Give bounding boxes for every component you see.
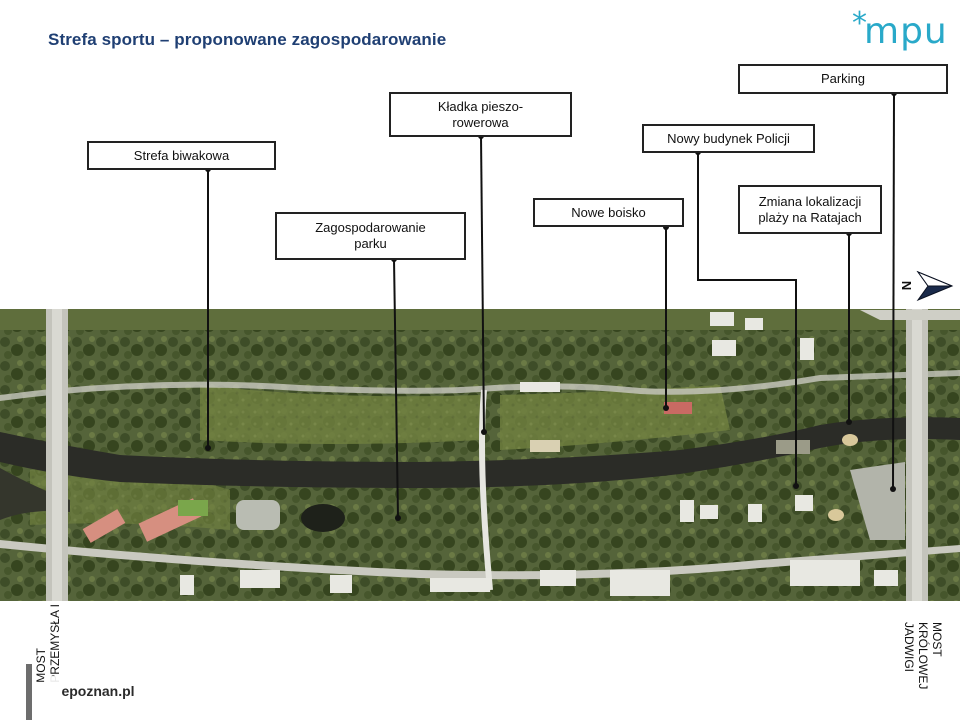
river	[0, 417, 960, 488]
north-arrow-icon: N	[898, 268, 954, 309]
label-kladka: Kładka pieszo- rowerowa	[389, 92, 572, 137]
label-strefa-biwakowa: Strefa biwakowa	[87, 141, 276, 170]
compass-letter: N	[899, 280, 915, 291]
label-zmiana-plazy: Zmiana lokalizacji plaży na Ratajach	[738, 185, 882, 234]
logo-text: mpu	[864, 11, 948, 52]
label-nowe-boisko: Nowe boisko	[533, 198, 684, 227]
parking-area	[850, 462, 905, 540]
label-parking: Parking	[738, 64, 948, 94]
label-nowy-budynek-policji: Nowy budynek Policji	[642, 124, 815, 153]
bridge-label-jadwigi: MOST KRÓLOWEJ JADWIGI	[902, 622, 944, 690]
bridge-label-przemysla: MOST PRZEMYSŁA I	[34, 604, 62, 683]
leader-dots	[205, 90, 897, 521]
label-zagospodarowanie-parku: Zagospodarowanie parku	[275, 212, 466, 260]
asterisk-icon: *	[852, 6, 868, 41]
mpu-logo: *mpu	[852, 6, 948, 52]
watermark-bar	[26, 664, 32, 720]
watermark: epoznan.pl	[44, 676, 152, 706]
leader-lines	[207, 92, 895, 519]
page-title: Strefa sportu – proponowane zagospodarow…	[48, 30, 447, 49]
